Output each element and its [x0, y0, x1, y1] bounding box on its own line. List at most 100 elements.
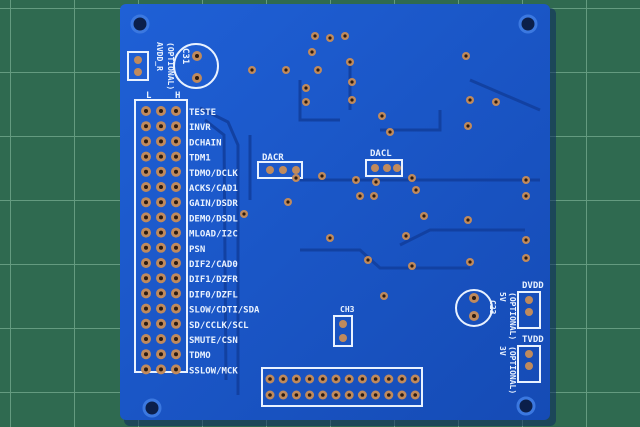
- header-pin-hole: [159, 261, 163, 265]
- via-hole: [294, 176, 298, 180]
- via-hole: [374, 180, 378, 184]
- via-hole: [316, 68, 320, 72]
- dvdd-pad: [525, 308, 533, 316]
- header-pin-hole: [159, 139, 163, 144]
- bottom-header-pin-hole: [294, 377, 299, 381]
- ch3-label: CH3: [340, 305, 355, 314]
- bottom-header-pin-hole: [268, 377, 272, 381]
- via-hole: [466, 124, 470, 128]
- pin-label: SMUTE/CSN: [189, 336, 238, 346]
- header-pin-hole: [144, 139, 148, 144]
- header-pin-hole: [174, 245, 178, 250]
- pin-label: GAIN/DSDR: [189, 199, 238, 209]
- pin-label: DIF2/CAD0: [189, 260, 238, 270]
- bottom-header-pin-hole: [334, 393, 338, 397]
- optional-3v-note: (OPTIONAL): [508, 346, 517, 394]
- pin-label: DEMO/DSDL: [189, 214, 238, 224]
- pin-label: DCHAIN: [189, 138, 222, 148]
- header-pin-hole: [159, 306, 163, 311]
- via-hole: [350, 80, 354, 84]
- pin-label: TDMO: [189, 351, 211, 361]
- header-pin-hole: [159, 291, 163, 296]
- bottom-header-pin-hole: [360, 377, 365, 381]
- header-pin-hole: [174, 337, 178, 341]
- copper-traces: [199, 60, 541, 395]
- ch3-pad: [339, 334, 347, 342]
- pin-label: MLOAD/I2C: [189, 230, 238, 240]
- pin-label: DIF1/DZFR: [189, 275, 238, 285]
- pin-label: SLOW/CDTI/SDA: [189, 306, 260, 316]
- via-hole: [366, 258, 370, 262]
- header-pin-hole: [144, 109, 148, 113]
- bottom-header-pin-hole: [321, 377, 325, 381]
- via-hole: [286, 200, 290, 204]
- via-hole: [380, 114, 384, 118]
- bottom-header-pin-hole: [281, 377, 286, 381]
- mounting-holes: [130, 14, 538, 418]
- bottom-header-pin-hole: [373, 393, 378, 397]
- via-hole: [382, 294, 386, 298]
- tvdd-connector-outline: [517, 345, 541, 383]
- header-pin-hole: [174, 261, 178, 265]
- tvdd-pad: [525, 350, 533, 358]
- header-pin-hole: [174, 169, 178, 174]
- header-pin-hole: [144, 215, 148, 220]
- header-pin-hole: [174, 367, 178, 372]
- pin-label: DIF0/DZFL: [189, 290, 238, 300]
- via-hole: [354, 178, 358, 182]
- c23-label: C23: [488, 300, 497, 315]
- header-pin-hole: [159, 185, 163, 189]
- pin-label-list: TESTEINVRDCHAINTDM1TDMO/DCLKACKS/CAD1GAI…: [189, 108, 260, 376]
- via-hole: [284, 68, 288, 72]
- header-pin-hole: [144, 124, 148, 129]
- jumper-avdd-pad: [134, 68, 142, 76]
- c31-label: C31: [180, 48, 190, 64]
- bottom-header-pin-hole: [281, 393, 286, 397]
- tvdd-label: TVDD: [522, 335, 544, 345]
- pin-label: ACKS/CAD1: [189, 184, 238, 194]
- bottom-header-pin-hole: [400, 377, 404, 381]
- vias: [240, 32, 530, 300]
- bottom-header-pin-hole: [413, 393, 418, 397]
- via-hole: [494, 100, 498, 104]
- via-hole: [468, 98, 472, 102]
- dvdd-pad: [525, 296, 533, 304]
- via-hole: [524, 194, 528, 198]
- header-pin-hole: [144, 367, 148, 372]
- bottom-header-pin-hole: [387, 377, 391, 381]
- via-hole: [348, 60, 352, 64]
- header-pin-hole: [159, 367, 163, 372]
- header-pin-hole: [174, 139, 178, 144]
- header-pin-hole: [159, 245, 163, 250]
- header-pin-hole: [174, 321, 178, 326]
- via-hole: [310, 50, 314, 54]
- via-hole: [388, 130, 392, 134]
- via-hole: [404, 234, 408, 238]
- header-pin-hole: [159, 352, 163, 357]
- jumper-avdd-pad: [134, 56, 142, 64]
- via-hole: [410, 264, 414, 268]
- via-hole: [466, 218, 470, 222]
- header-pin-hole: [159, 200, 163, 205]
- bottom-header: [265, 374, 420, 400]
- header-pin-hole: [144, 276, 148, 281]
- dacr-pads: [266, 166, 300, 174]
- bottom-header-pin-hole: [321, 393, 325, 397]
- pin-label: SD/CCLK/SCL: [189, 321, 249, 331]
- header-pin-hole: [159, 169, 163, 174]
- ch3-pad: [339, 320, 347, 328]
- pin-label: TDM1: [189, 154, 211, 164]
- via-hole: [414, 188, 418, 192]
- header-pin-hole: [144, 337, 148, 341]
- header-pin-hole: [159, 215, 163, 220]
- via-hole: [524, 238, 528, 242]
- jumper-avdd-outline: [127, 51, 149, 81]
- header-pin-hole: [144, 352, 148, 357]
- via-hole: [410, 176, 414, 180]
- via-hole: [242, 212, 246, 216]
- header-pin-hole: [159, 276, 163, 281]
- header-pin-hole: [174, 352, 178, 357]
- header-pin-hole: [174, 200, 178, 205]
- bottom-header-pin-hole: [294, 393, 299, 397]
- via-hole: [320, 174, 324, 178]
